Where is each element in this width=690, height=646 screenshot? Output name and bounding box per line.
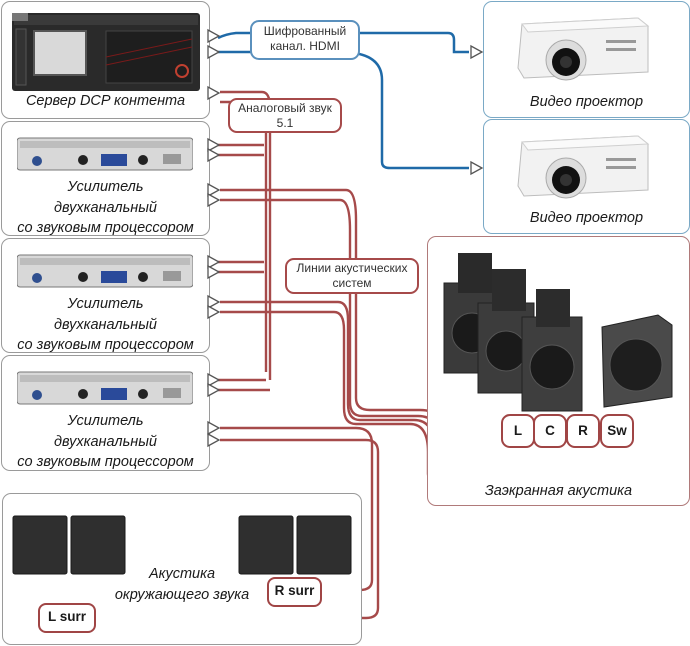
analog-audio-tag: Аналоговый звук 5.1 (228, 98, 342, 133)
amplifier-ports-icon (207, 137, 221, 448)
projector-box-1: Видео проектор (483, 1, 690, 118)
surround-speakers-icon (12, 515, 352, 575)
server-ports-icon (207, 28, 221, 60)
screen-speakers-caption: Заэкранная акустика (484, 483, 633, 499)
amplifier-icon (17, 254, 193, 288)
amplifier-icon (17, 371, 193, 405)
speaker-lines-tag: Линии акустических систем (285, 258, 419, 294)
l-surr-label: L surr (38, 603, 96, 633)
projector-caption: Видео проектор (529, 210, 644, 226)
amplifier-caption: Усилитель двухканальный со звуковым проц… (17, 413, 194, 470)
channel-Sw-label: Sw (600, 414, 634, 448)
server-box: Сервер DCP контента (1, 1, 210, 119)
amplifier-box-1: Усилитель двухканальный со звуковым проц… (1, 121, 210, 236)
hdmi-tag: Шифрованный канал. HDMI (250, 20, 360, 60)
screen-speakers-icon (443, 253, 673, 412)
projector-icon (517, 17, 650, 81)
amplifier-box-2: Усилитель двухканальный со звуковым проц… (1, 238, 210, 353)
amplifier-box-3: Усилитель двухканальный со звуковым проц… (1, 355, 210, 471)
projector-ports-icon (470, 44, 484, 176)
server-audio-port-icon (207, 86, 221, 101)
projector-icon (517, 135, 650, 199)
amplifier-caption: Усилитель двухканальный со звуковым проц… (17, 296, 194, 353)
surround-caption: Акустика окружающего звука (114, 566, 250, 603)
subwoofer-icon (601, 314, 673, 408)
channel-C-label: C (533, 414, 567, 448)
analog-bus (220, 90, 272, 380)
surround-line-L (93, 438, 380, 622)
speaker-R-icon (521, 289, 583, 412)
r-surr-label: R surr (267, 577, 322, 607)
amplifier-caption: Усилитель двухканальный со звуковым проц… (17, 179, 194, 236)
channel-L-label: L (501, 414, 535, 448)
projector-caption: Видео проектор (529, 94, 644, 110)
screen-speakers-box: Заэкранная акустика (427, 236, 690, 506)
projector-box-2: Видео проектор (483, 119, 690, 234)
amplifier-icon (17, 137, 193, 171)
channel-R-label: R (566, 414, 600, 448)
hdmi-cable-projector-1 (217, 31, 469, 54)
server-device-icon (12, 13, 200, 91)
server-caption: Сервер DCP контента (25, 93, 186, 109)
surround-line-R (220, 426, 374, 594)
